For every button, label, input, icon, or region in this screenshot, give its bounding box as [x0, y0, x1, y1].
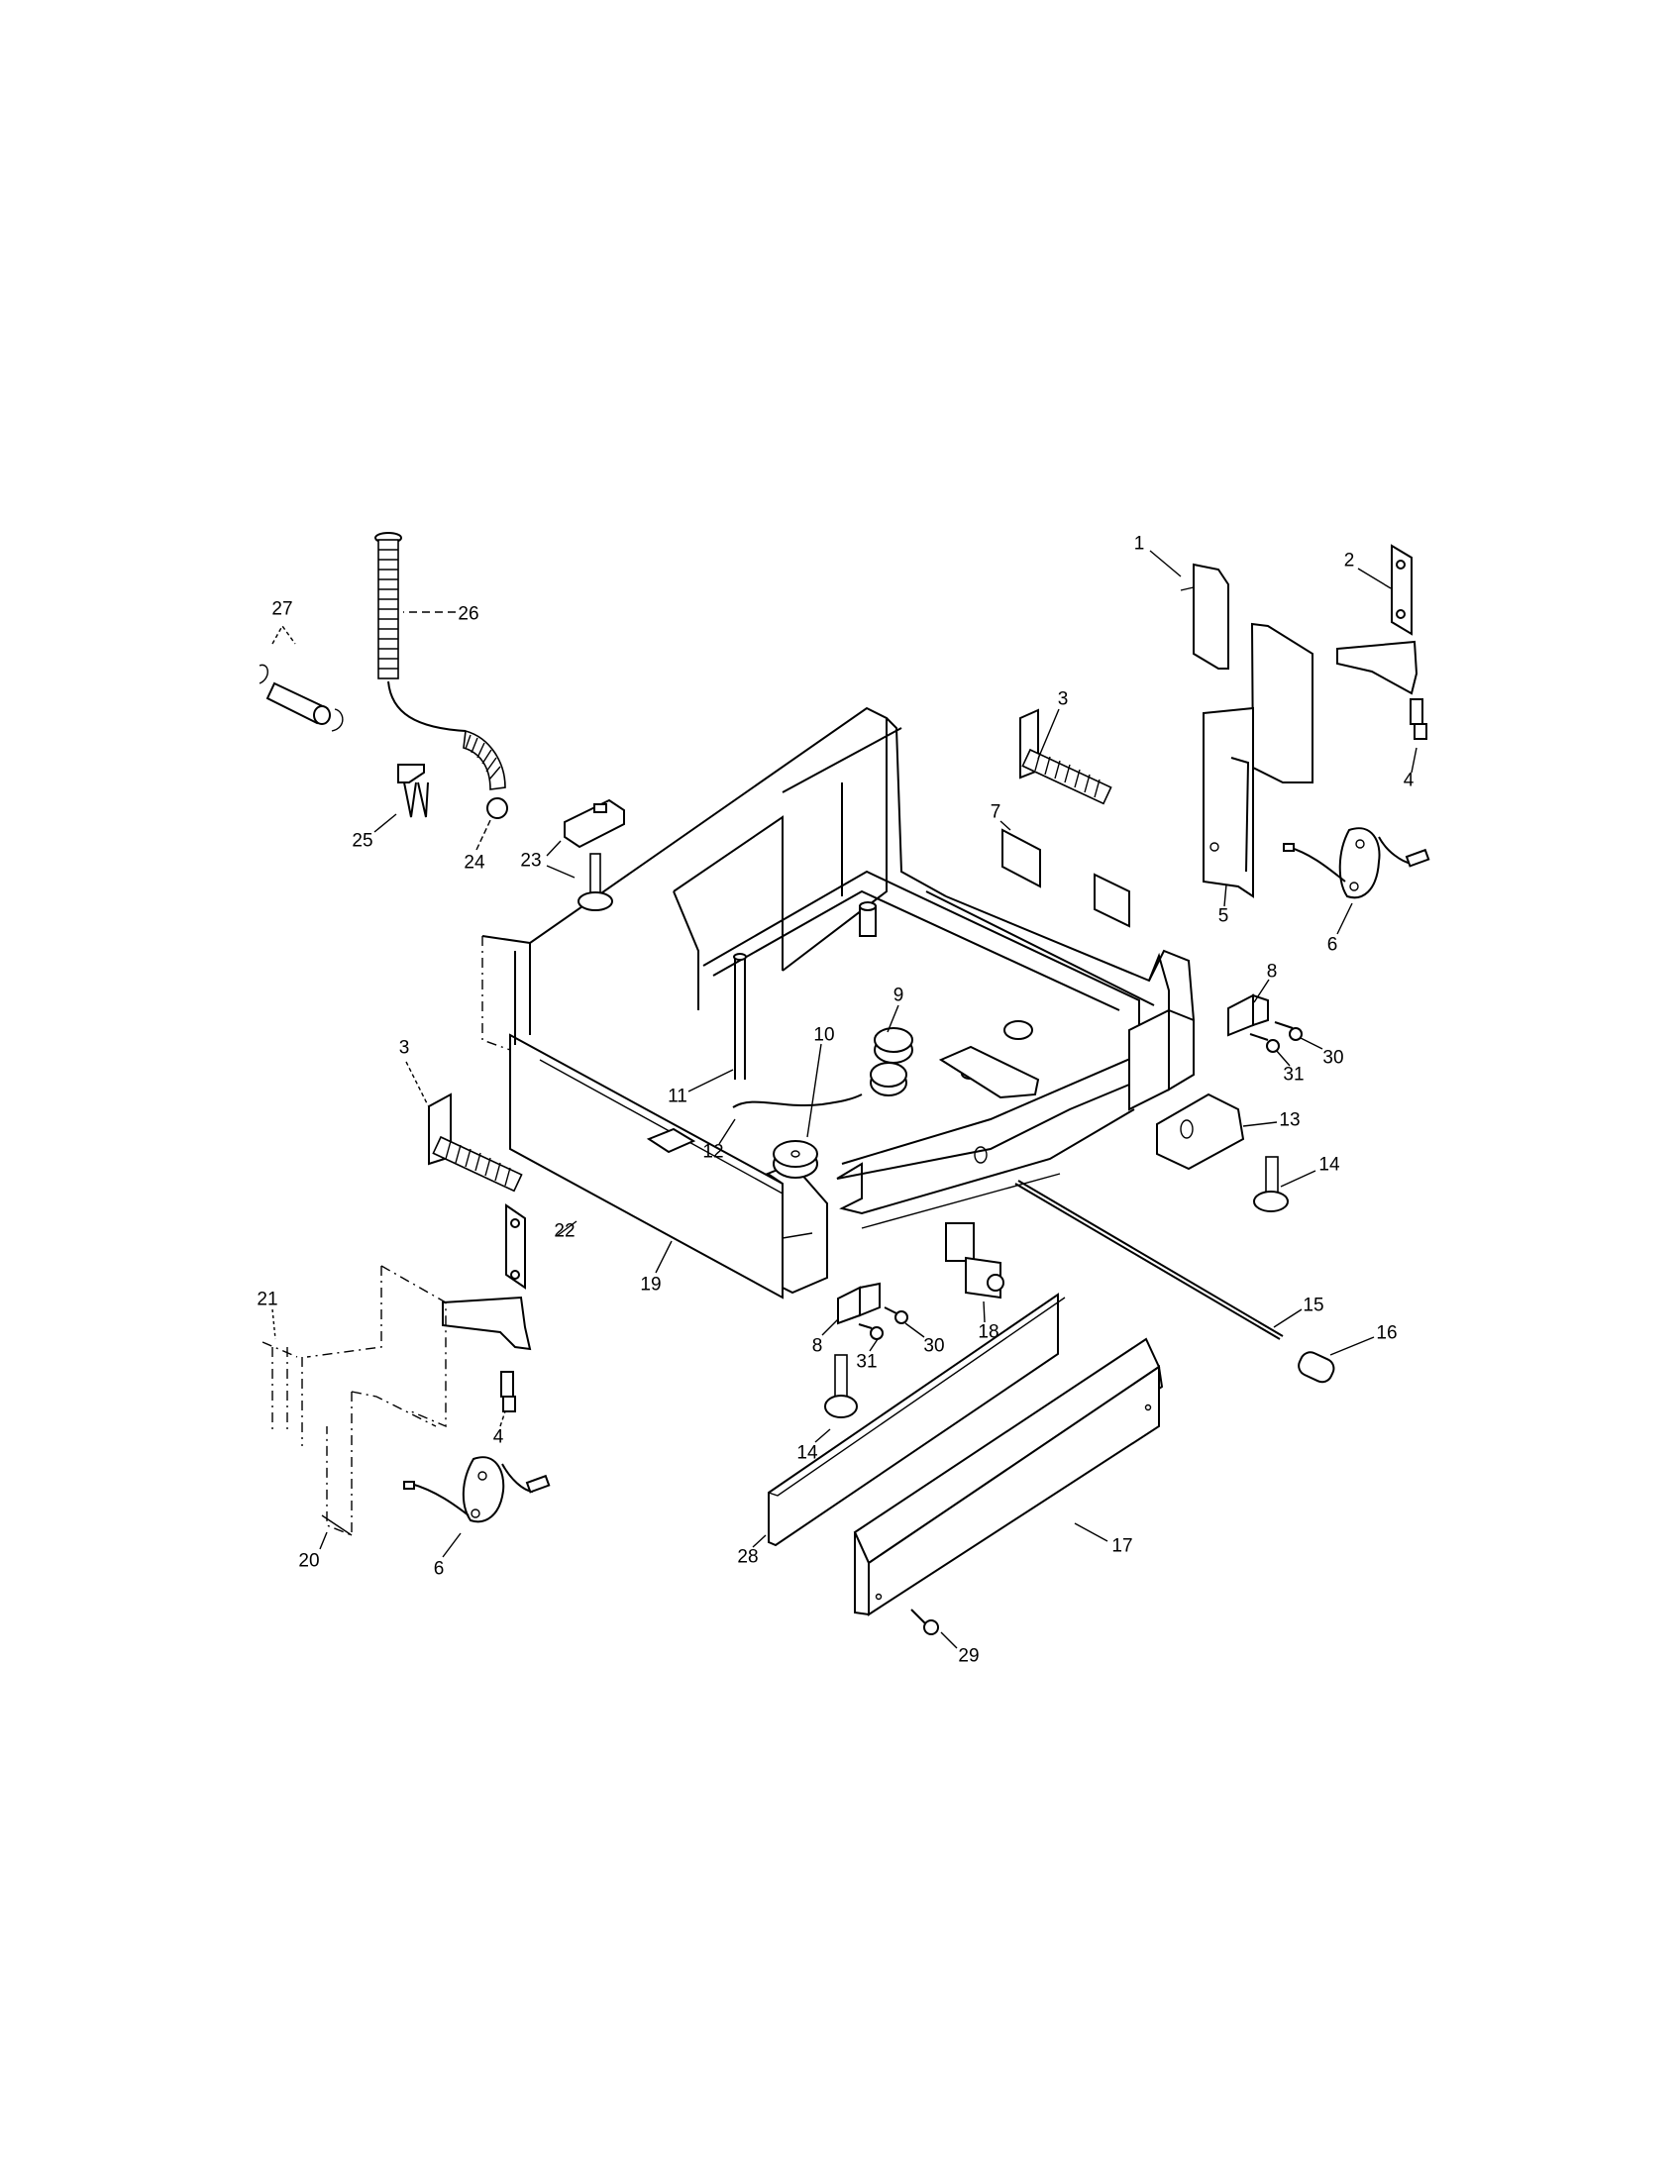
callout-13: 13 — [1279, 1109, 1301, 1131]
hinge-spring-part-3-lower — [428, 1092, 523, 1193]
callout-8-lower: 8 — [811, 1335, 823, 1357]
callout-28: 28 — [737, 1546, 759, 1568]
leveling-leg-part-14-upper — [1253, 1156, 1289, 1212]
hinge-spring-part-3-upper — [1019, 708, 1112, 805]
callout-11: 11 — [668, 1086, 687, 1107]
side-bracket-part-5 — [1203, 622, 1313, 898]
callout-22: 22 — [554, 1220, 576, 1242]
kickplate-part-17 — [853, 1337, 1164, 1616]
callout-19: 19 — [640, 1274, 662, 1296]
callout-14-lower: 14 — [796, 1442, 818, 1464]
callout-3-upper: 3 — [1057, 688, 1069, 710]
leg-bracket-part-13 — [1156, 1092, 1245, 1171]
callout-7: 7 — [990, 801, 1001, 823]
screw-part-31-upper — [1249, 1033, 1280, 1053]
hinge-plate-part-2 — [1336, 544, 1418, 695]
callout-6-lower: 6 — [433, 1558, 445, 1580]
bracket-part-21 — [262, 1341, 303, 1446]
callout-5: 5 — [1217, 905, 1229, 927]
callout-16: 16 — [1376, 1322, 1398, 1344]
callout-9: 9 — [892, 985, 904, 1006]
callout-25: 25 — [352, 830, 373, 852]
callout-31-lower: 31 — [856, 1351, 878, 1373]
callout-12: 12 — [702, 1141, 724, 1163]
callout-29: 29 — [958, 1645, 980, 1667]
drain-hose-part-26 — [374, 532, 508, 819]
screw-part-29 — [910, 1609, 939, 1635]
callout-4-upper: 4 — [1403, 770, 1415, 791]
callout-20: 20 — [298, 1550, 320, 1572]
screw-part-30-upper — [1274, 1021, 1303, 1041]
terminal-block-part-7 — [1001, 828, 1130, 928]
bracket-part-1 — [1180, 563, 1229, 670]
base-part-19 — [481, 706, 1195, 1300]
callout-26: 26 — [458, 603, 479, 625]
connector-part-4-lower — [500, 1371, 516, 1412]
callout-18: 18 — [978, 1321, 999, 1343]
leveling-leg-part-14-lower — [824, 1354, 858, 1418]
callout-2: 2 — [1343, 550, 1355, 572]
connector-part-4-upper — [1410, 698, 1427, 740]
callout-3-lower: 3 — [398, 1037, 410, 1059]
insulation-strip-part-28 — [768, 1293, 1066, 1547]
rod-part-15 — [1014, 1180, 1284, 1340]
callout-1: 1 — [1133, 533, 1145, 555]
callout-14-upper: 14 — [1318, 1154, 1340, 1176]
callout-17: 17 — [1111, 1535, 1133, 1557]
door-switch-part-6-upper — [1283, 827, 1430, 899]
callout-8-upper: 8 — [1266, 961, 1278, 983]
screw-part-30-lower — [884, 1306, 908, 1324]
screw-part-31-lower — [858, 1323, 884, 1340]
knob-part-16 — [1298, 1351, 1335, 1384]
callout-30-lower: 30 — [923, 1335, 945, 1357]
callout-10: 10 — [813, 1024, 835, 1046]
callout-31-upper: 31 — [1283, 1064, 1305, 1086]
clip-part-8-lower — [837, 1282, 881, 1325]
callout-4-lower: 4 — [492, 1426, 504, 1448]
callout-23: 23 — [520, 850, 542, 872]
water-valve-part-18 — [945, 1222, 1004, 1300]
hose-connector-part-27 — [259, 624, 344, 732]
hinge-plate-part-22 — [442, 1203, 532, 1351]
mounting-bracket-part-20 — [306, 1265, 447, 1537]
leveling-leg-part-23 — [564, 798, 625, 911]
hose-clip-part-25 — [397, 764, 429, 818]
leader-lines — [271, 550, 1418, 1649]
callout-30-upper: 30 — [1322, 1047, 1344, 1069]
callout-21: 21 — [257, 1289, 278, 1310]
clamp-ring-part-24 — [486, 797, 508, 819]
callout-6-upper: 6 — [1326, 934, 1338, 956]
door-switch-part-6-lower — [403, 1456, 551, 1523]
callout-24: 24 — [464, 852, 485, 874]
callout-15: 15 — [1303, 1295, 1324, 1316]
callout-27: 27 — [271, 598, 293, 620]
clip-part-8-upper — [1227, 993, 1269, 1037]
